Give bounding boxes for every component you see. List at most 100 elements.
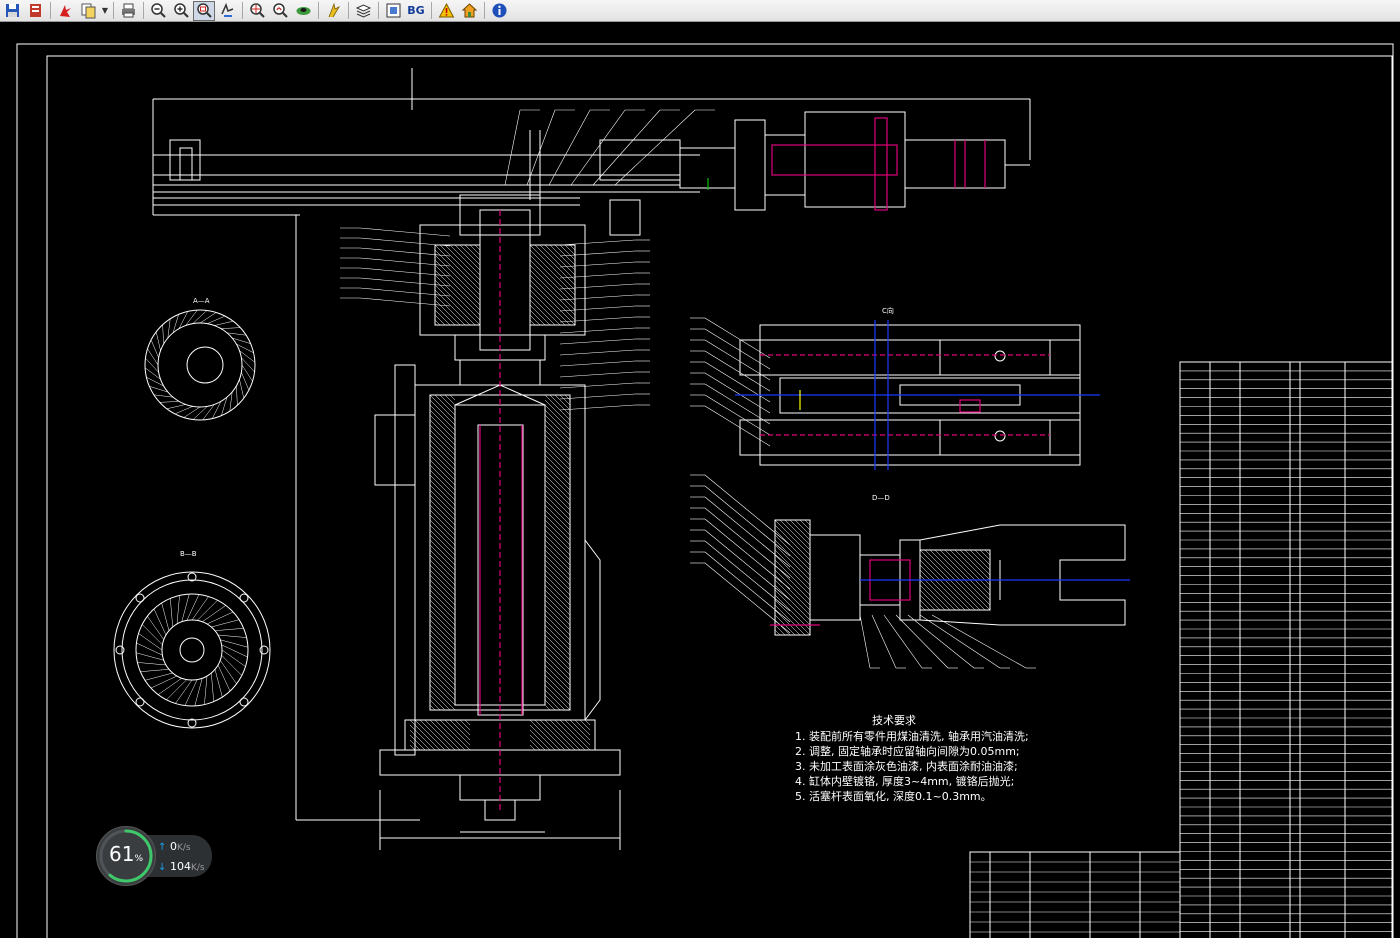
hatch-line	[529, 724, 556, 751]
hatch-line	[429, 569, 456, 596]
hatch-line	[226, 332, 247, 336]
drawing-canvas[interactable]: A—A B—B C向 D—D	[0, 23, 1400, 938]
chevron-down-icon[interactable]: ▼	[101, 6, 109, 15]
fit-icon[interactable]	[382, 1, 404, 21]
hatch-line	[544, 404, 571, 431]
hatch-line	[145, 357, 159, 373]
hatch-line	[544, 489, 571, 516]
hatch-line	[197, 600, 218, 621]
toolbar-separator	[431, 2, 432, 19]
leader-line	[359, 257, 451, 267]
save-icon[interactable]	[1, 1, 23, 21]
hatch-line	[211, 401, 222, 419]
hatch-line	[184, 679, 198, 706]
hatch-line	[149, 386, 168, 393]
zoom-extents-icon[interactable]	[246, 1, 268, 21]
hatch-line	[774, 519, 811, 556]
hatch-line	[239, 350, 256, 363]
hatch-line	[137, 662, 167, 666]
hatch-line	[919, 559, 971, 611]
hatch-line	[774, 579, 811, 616]
leader-line	[559, 371, 636, 378]
hatch-line	[544, 464, 571, 491]
layers-icon[interactable]	[352, 1, 374, 21]
hatch-line	[146, 376, 164, 387]
leader-line	[704, 496, 791, 568]
zoom-out-icon[interactable]	[147, 1, 169, 21]
cad-drawing: A—A B—B C向 D—D	[16, 43, 1394, 938]
hatch-line	[774, 584, 811, 621]
hatch-line	[544, 414, 571, 441]
zoom-window-icon[interactable]	[193, 0, 215, 21]
hatch-line	[954, 549, 991, 586]
zoom-previous-icon[interactable]	[269, 1, 291, 21]
hatch-line	[144, 367, 161, 380]
hatch-line	[176, 595, 180, 625]
hatch-line	[241, 357, 255, 373]
hatch-line	[544, 684, 571, 711]
toolbar-separator	[484, 2, 485, 19]
hatch-line	[544, 534, 571, 561]
hatch-line	[544, 614, 571, 641]
hatch-line	[544, 474, 571, 501]
leader-line	[359, 297, 451, 307]
hatch-line	[409, 739, 421, 751]
section-label-c: C向	[882, 306, 894, 315]
hatch-line	[429, 524, 456, 551]
hatch-line	[544, 529, 571, 556]
hatch-line	[429, 464, 456, 491]
leader-line	[559, 349, 636, 356]
hatch-line	[774, 544, 811, 581]
export-icon[interactable]	[24, 1, 46, 21]
hatch-line	[429, 469, 456, 496]
leader-line	[570, 109, 626, 186]
home-icon[interactable]	[458, 1, 480, 21]
hatch-line	[529, 314, 541, 326]
hatch-line	[544, 514, 571, 541]
hatch-line	[544, 649, 571, 676]
hatch-line	[162, 324, 164, 345]
hatch-line	[429, 659, 456, 686]
leader-line	[859, 614, 871, 669]
bg-toggle-button[interactable]: BG	[405, 1, 427, 21]
hatch-line	[409, 734, 426, 751]
hatch-line	[474, 244, 481, 251]
warning-icon[interactable]	[435, 1, 457, 21]
hatch-line	[919, 574, 956, 611]
leader-line	[559, 261, 636, 268]
hatch-line	[919, 569, 961, 611]
outer-frame	[16, 43, 1394, 938]
hatch-line	[429, 679, 456, 706]
hatch-line	[529, 319, 536, 326]
leader-line	[559, 239, 636, 246]
copy-icon[interactable]	[77, 1, 99, 21]
hatch-line	[167, 318, 171, 339]
orbit-icon[interactable]	[292, 1, 314, 21]
hatch-line	[774, 534, 811, 571]
hatch-line	[429, 639, 456, 666]
hatch-line	[949, 549, 991, 591]
print-icon[interactable]	[117, 1, 139, 21]
pdf-icon[interactable]	[54, 1, 76, 21]
leader-line	[704, 328, 771, 370]
hatch-line	[429, 719, 461, 751]
hatch-line	[211, 672, 214, 702]
hatch-line	[221, 649, 246, 667]
pan-icon[interactable]	[216, 1, 238, 21]
usage-gauge	[96, 826, 156, 886]
hatch-line	[779, 519, 811, 551]
hatch-line	[414, 719, 446, 751]
hatch-line	[544, 244, 576, 276]
hatch-line	[439, 394, 456, 411]
hatch-line	[544, 719, 576, 751]
network-monitor-widget[interactable]: ↑0K/s ↓104K/s 61%	[96, 826, 214, 886]
hatch-line	[919, 599, 931, 611]
hatch-line	[774, 599, 811, 636]
hatch-line	[429, 474, 456, 501]
hatch-line	[204, 675, 208, 705]
measure-icon[interactable]	[322, 1, 344, 21]
hatch-line	[544, 394, 571, 421]
info-icon[interactable]	[488, 1, 510, 21]
zoom-in-icon[interactable]	[170, 1, 192, 21]
hatch-line	[544, 704, 551, 711]
